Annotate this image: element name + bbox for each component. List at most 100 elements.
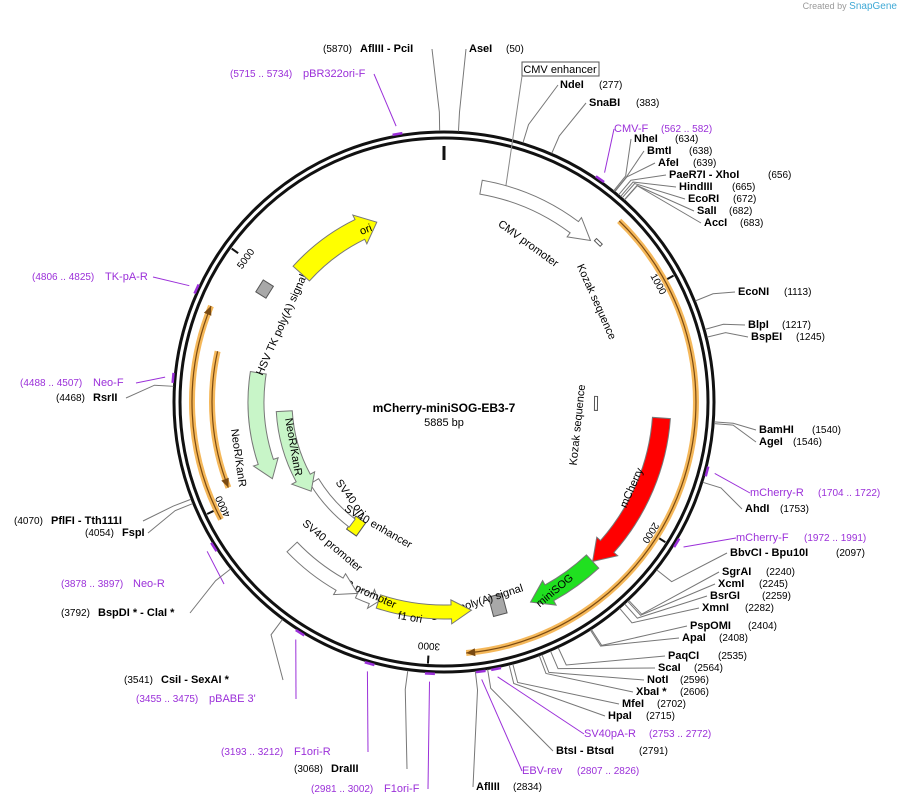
site-position: (2702) [657,699,686,710]
site-blpi[interactable]: BlpI(1217) [704,319,811,331]
feature-shape [593,395,599,411]
site-afei[interactable]: AfeI(639) [614,157,716,192]
site-bsrgi[interactable]: BsrGI(2259) [624,590,791,619]
primer-cmv-f[interactable]: (562 .. 582)CMV-F [595,123,712,184]
site-pspomi[interactable]: PspOMI(2404) [590,620,777,646]
feature-kozak-sequence[interactable]: Kozak sequence [574,237,618,342]
site-xmni[interactable]: XmnI(2282) [619,602,774,624]
site-paer7i-xhoi[interactable]: PaeR7I - XhoI(656) [618,169,792,196]
site-rsrii[interactable]: RsrII(4468) [56,384,174,404]
site-name: PflFI - Tth111I [51,515,122,527]
site-asei[interactable]: AseI(50) [457,43,524,132]
primer-name: Neo-F [93,377,124,389]
feature-shape [593,237,603,247]
site-hpai[interactable]: HpaI(2715) [508,664,675,722]
site-name: AccI [704,217,727,229]
primer-leader [481,679,523,772]
primer-name: mCherry-R [750,487,804,499]
feature-kozak-sequence[interactable]: Kozak sequence [568,384,599,466]
feature-hsv-tk-poly-a-signal[interactable]: HSV TK poly(A) signal [254,273,309,378]
site-bspei[interactable]: BspEI(1245) [707,331,825,343]
feature-cmv-promoter[interactable]: CMV promoter [479,179,592,270]
site-ecori[interactable]: EcoRI(672) [621,182,756,205]
site-pflfi-tth111i[interactable]: PflFI - Tth111I(4070) [14,498,192,527]
site-afliii-pcii[interactable]: AflIII - PciI(5870) [323,43,441,132]
orf-neor-outer [189,304,224,521]
feature-minisog[interactable]: miniSOG [529,554,600,610]
site-leader [512,663,620,705]
feature-neor-kanr[interactable]: NeoR/KanR [275,410,316,492]
primer-neo-r[interactable]: (3878 .. 3897)Neo-R [61,542,225,590]
primer-neo-f[interactable]: (4488 .. 4507)Neo-F [20,372,175,389]
feature-ori[interactable]: ori [292,214,378,282]
primer-range: (562 .. 582) [661,124,712,135]
site-bamhi[interactable]: BamHI(1540) [714,421,841,436]
primer-tk-pa-r[interactable]: (4806 .. 4825)TK-pA-R [32,271,200,295]
site-name: XbaI * [636,686,667,698]
site-ndei[interactable]: NdeI(277) [522,79,622,143]
site-xbai[interactable]: XbaI * (2606) [538,655,709,698]
cmv-enhancer-leader [504,75,523,193]
primer-range: (1972 .. 1991) [804,533,866,544]
site-leader [431,48,441,132]
primer-mcherry-r[interactable]: (1704 .. 1722)mCherry-R [704,466,881,499]
primer-leader [135,376,166,384]
site-name: FspI [122,527,145,539]
site-noti[interactable]: NotI(2596) [541,654,709,686]
site-sgrai[interactable]: SgrAI(2240) [628,566,795,615]
site-agei[interactable]: AgeI(1546) [714,423,822,448]
site-leader [695,291,736,302]
feature-cmv-enhancer[interactable]: CMV enhancer [504,61,600,193]
site-acci[interactable]: AccI(683) [624,185,764,229]
site-apai[interactable]: ApaI(2408) [589,629,748,647]
site-econi[interactable]: EcoNI(1113) [695,286,811,302]
primer-pbabe-3[interactable]: (3455 .. 3475)pBABE 3' [136,629,305,705]
plasmid-size: 5885 bp [424,417,464,429]
site-leader [619,607,700,624]
primer-tick [193,283,200,295]
orf-neor-outer-arrowhead [203,305,212,316]
backbone-inner-ring [178,136,710,668]
site-leader [557,647,666,666]
site-xcmi[interactable]: XcmI(2245) [627,578,788,616]
site-draiii[interactable]: DraIII(3068) [294,670,409,775]
site-bspdi-clai[interactable]: BspDI * - ClaI *(3792) [61,568,231,619]
feature-neor-kanr[interactable]: NeoR/KanR [228,370,279,488]
site-name: ApaI [682,632,706,644]
plasmid-name[interactable]: mCherry-miniSOG-EB3-7 [373,401,516,415]
primer-leader [206,551,225,585]
site-bbvci-bpu10i[interactable]: BbvCI - Bpu10I(2097) [656,547,865,583]
site-fspi[interactable]: FspI(4054) [85,503,193,539]
primer-ebv-rev[interactable]: (2807 .. 2826)EBV-rev [475,669,640,777]
site-paqci[interactable]: PaqCI(2535) [557,647,747,666]
site-position: (2606) [680,687,709,698]
site-leader [487,669,554,752]
primer-sv40pa-r[interactable]: (2753 .. 2772)SV40pA-R [490,666,711,740]
feature-f1-ori[interactable]: f1 ori [375,594,473,626]
primer-f1ori-f[interactable]: (2981 .. 3002)F1ori-F [311,672,435,795]
feature-mcherry[interactable]: mCherry [591,416,671,563]
site-snabi[interactable]: SnaBI(383) [551,97,660,154]
primer-tick [595,175,605,184]
site-leader [621,182,686,200]
site-btsi-bts-i[interactable]: BtsI - BtsαI(2791) [487,669,668,757]
site-ahdi[interactable]: AhdI(1753) [702,481,809,515]
primer-pbr322ori-f[interactable]: (5715 .. 5734)pBR322ori-F [230,68,403,137]
site-nhei[interactable]: NheI(634) [613,133,699,192]
site-mfei[interactable]: MfeI(2702) [512,663,686,710]
primer-range: (2753 .. 2772) [649,729,711,740]
site-csii-sexai[interactable]: CsiI - SexAI *(3541) [124,619,284,686]
feature-shape [591,416,671,563]
primer-mcherry-f[interactable]: (1972 .. 1991)mCherry-F [673,532,866,548]
tick-label-3000: 3000 [417,639,440,651]
site-afliii[interactable]: AflIII(2834) [472,671,542,793]
feature-shape [286,541,359,596]
site-hindiii[interactable]: HindIII(665) [620,181,756,197]
site-scai[interactable]: ScaI(2564) [550,650,723,674]
primer-f1ori-r[interactable]: (3193 .. 3212)F1ori-R [221,661,375,758]
feature-shape [487,592,508,618]
primer-range: (3455 .. 3475) [136,694,198,705]
feature-shape [247,370,279,480]
